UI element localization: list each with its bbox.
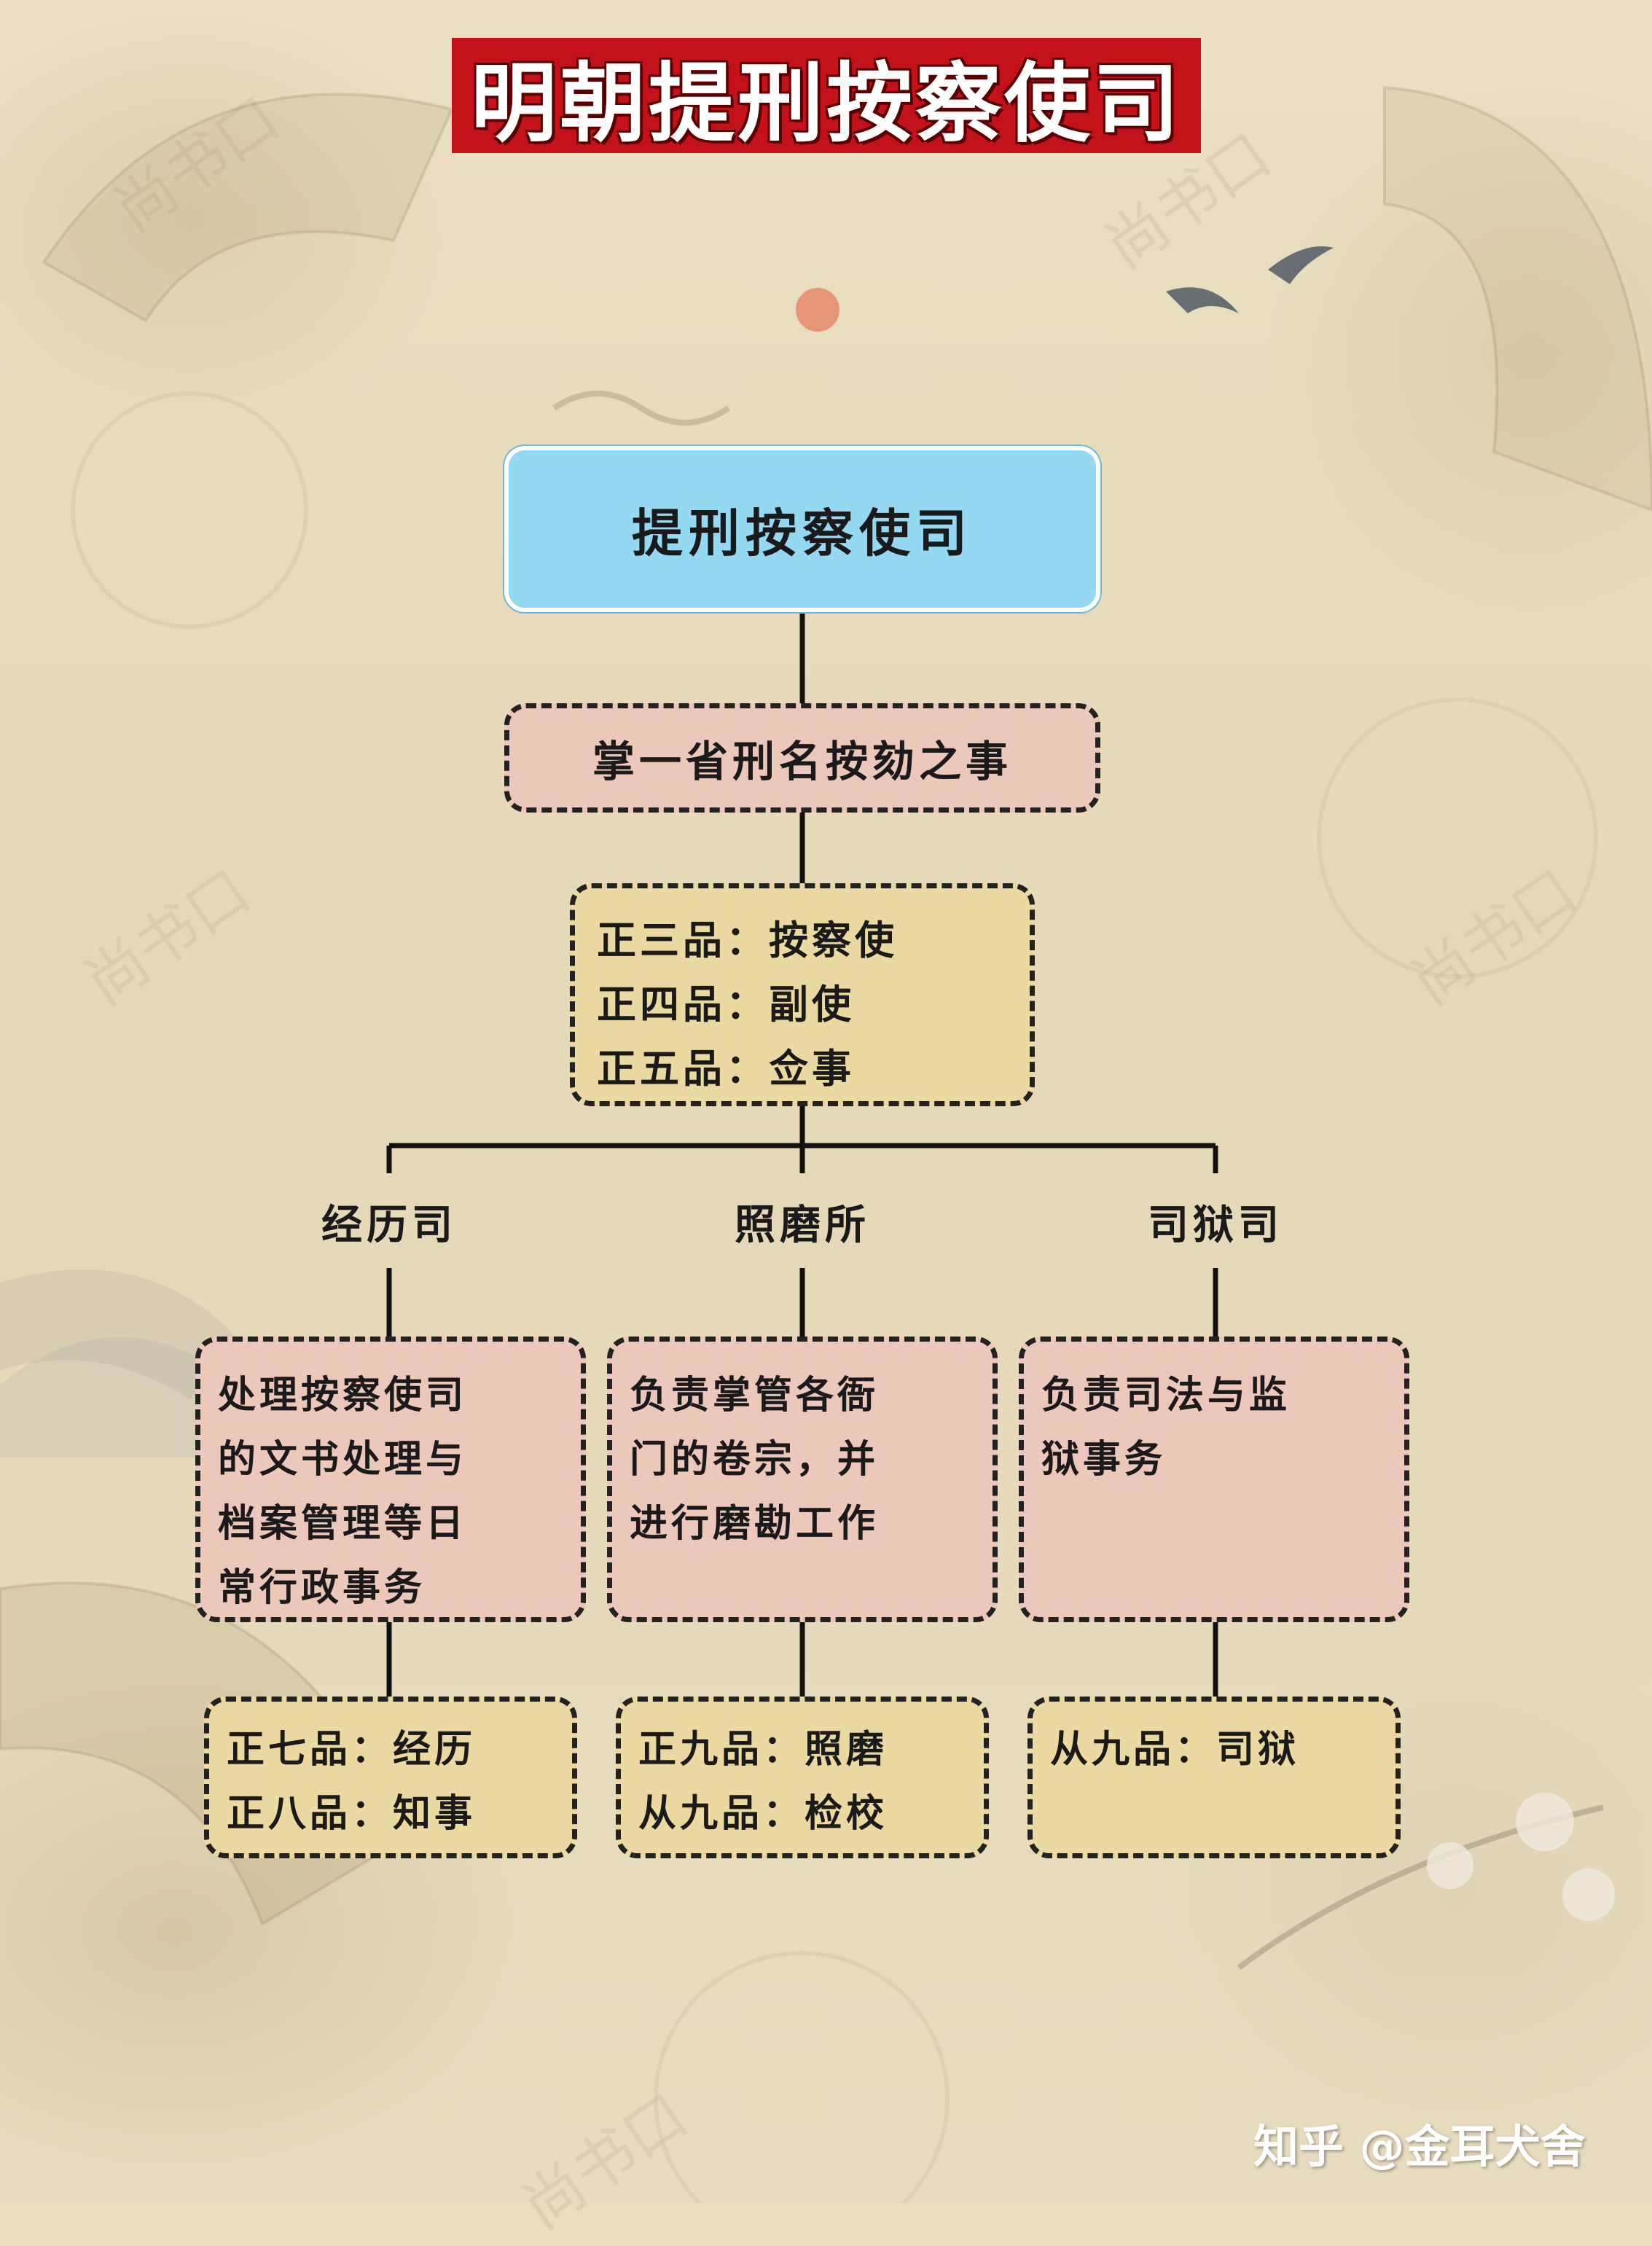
dept-label-siyu: 司狱司 <box>1148 1202 1283 1249</box>
watermark: 尚书口 <box>1398 855 1590 1020</box>
watermark: 尚书口 <box>71 855 264 1020</box>
rank-line: 正九品：照磨 <box>638 1728 888 1772</box>
footer-credit: 知乎 @金耳犬舍 <box>1253 2120 1586 2173</box>
title-banner: 明朝提刑按察使司 <box>452 38 1201 154</box>
dept-description-zhaomo: 负责掌管各衙 门的卷宗，并 进行磨勘工作 <box>607 1337 998 1622</box>
rank-node: 正三品：按察使 正四品：副使 正五品：佥事 <box>570 883 1035 1106</box>
rank-line: 从九品：检校 <box>638 1792 888 1836</box>
description-line: 的文书处理与 <box>218 1438 468 1482</box>
description-line: 负责掌管各衙 <box>630 1374 880 1417</box>
rank-line: 从九品：司狱 <box>1050 1728 1300 1772</box>
page-title: 明朝提刑按察使司 <box>470 52 1182 154</box>
description-line: 档案管理等日 <box>218 1502 468 1546</box>
watermark: 尚书口 <box>101 82 293 247</box>
description-line: 狱事务 <box>1041 1438 1167 1482</box>
description-line: 进行磨勘工作 <box>630 1502 880 1546</box>
description-line: 负责司法与监 <box>1041 1374 1291 1417</box>
dept-ranks-jingli: 正七品：经历 正八品：知事 <box>204 1697 577 1858</box>
duty-node-label: 掌一省刑名按劾之事 <box>592 737 1012 786</box>
rank-line: 正八品：知事 <box>227 1792 477 1836</box>
rank-line: 正三品：按察使 <box>597 917 898 963</box>
root-node-label: 提刑按察使司 <box>632 503 973 563</box>
watermark: 尚书口 <box>509 2079 701 2244</box>
dept-description-jingli: 处理按察使司 的文书处理与 档案管理等日 常行政事务 <box>195 1337 586 1622</box>
description-line: 常行政事务 <box>218 1566 426 1610</box>
dept-description-siyu: 负责司法与监 狱事务 <box>1019 1337 1409 1622</box>
dept-ranks-siyu: 从九品：司狱 <box>1027 1697 1401 1858</box>
description-line: 门的卷宗，并 <box>630 1438 880 1482</box>
root-node: 提刑按察使司 <box>504 446 1100 612</box>
duty-node: 掌一省刑名按劾之事 <box>504 703 1100 813</box>
rank-line: 正四品：副使 <box>597 982 855 1028</box>
dept-label-jingli: 经历司 <box>321 1202 457 1249</box>
rank-line: 正七品：经历 <box>227 1728 477 1772</box>
dept-label-zhaomo: 照磨所 <box>735 1202 870 1249</box>
description-line: 处理按察使司 <box>218 1374 468 1417</box>
rank-line: 正五品：佥事 <box>597 1046 855 1092</box>
dept-ranks-zhaomo: 正九品：照磨 从九品：检校 <box>616 1697 989 1858</box>
